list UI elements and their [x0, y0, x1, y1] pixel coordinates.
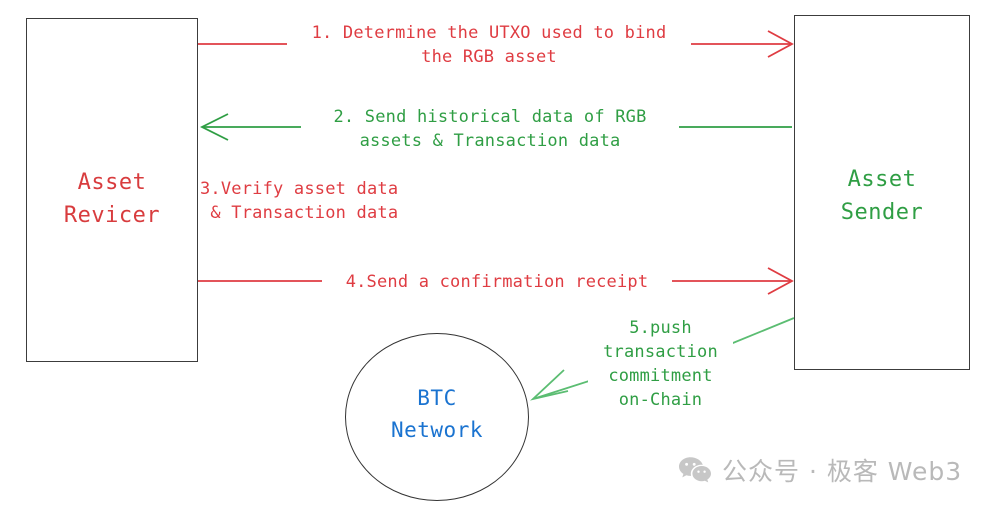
- edge-label-step-5: 5.push transaction commitment on-Chain: [588, 316, 733, 412]
- watermark-text: 公众号 · 极客 Web3: [722, 457, 963, 486]
- arrowhead-step-2: [199, 113, 229, 141]
- node-asset-sender[interactable]: Asset Sender: [794, 15, 970, 370]
- node-btc-network-label: BTC Network: [390, 386, 483, 442]
- edge-label-step-1: 1. Determine the UTXO used to bind the R…: [287, 21, 691, 69]
- wechat-icon: [679, 457, 711, 483]
- edge-label-step-4: 4.Send a confirmation receipt: [322, 270, 672, 294]
- edge-step-4: [198, 267, 794, 295]
- arrowhead-step-1: [767, 30, 794, 58]
- arrowhead-step-5: [529, 369, 569, 401]
- node-btc-network[interactable]: BTC Network: [345, 333, 529, 501]
- edge-step-2: [199, 113, 792, 141]
- node-asset-sender-label: Asset Sender: [840, 167, 924, 225]
- edge-step-1: [198, 30, 794, 58]
- edge-label-step-3: 3.Verify asset data & Transaction data: [200, 177, 436, 225]
- edge-label-step-2: 2. Send historical data of RGB assets & …: [301, 105, 679, 153]
- arrowhead-step-4: [767, 267, 794, 295]
- node-asset-receiver-label: Asset Revicer: [63, 170, 161, 228]
- node-asset-receiver[interactable]: Asset Revicer: [26, 18, 198, 362]
- watermark: 公众号 · 极客 Web3: [678, 452, 962, 488]
